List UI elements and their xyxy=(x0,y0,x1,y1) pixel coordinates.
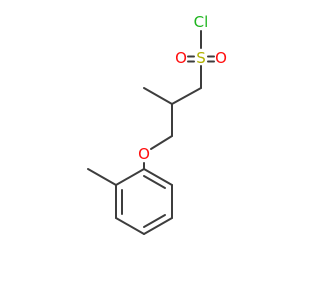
sulfonyl-oxygen-right-label: O xyxy=(215,49,227,67)
chlorine-atom-label: Cl xyxy=(194,13,209,31)
bond-ch2-ch xyxy=(171,87,202,105)
sulfur-atom-label: S xyxy=(196,49,206,67)
ring-bond-1 xyxy=(115,168,145,186)
ring-double-bond-2 xyxy=(143,214,166,228)
ring-bond-6 xyxy=(143,168,173,186)
sulfonyl-oxygen-left-label: O xyxy=(175,49,187,67)
bond-aryl-methyl xyxy=(87,168,117,186)
bond-ch2-o xyxy=(150,135,173,150)
ether-oxygen-label: O xyxy=(138,145,150,163)
bond-ch-methyl xyxy=(143,87,173,105)
ring-bond-3 xyxy=(115,217,145,235)
ring-bond-4 xyxy=(143,217,173,235)
molecule-structure-diagram: Cl S O O O xyxy=(87,13,227,235)
ring-double-bond-3 xyxy=(143,175,166,189)
